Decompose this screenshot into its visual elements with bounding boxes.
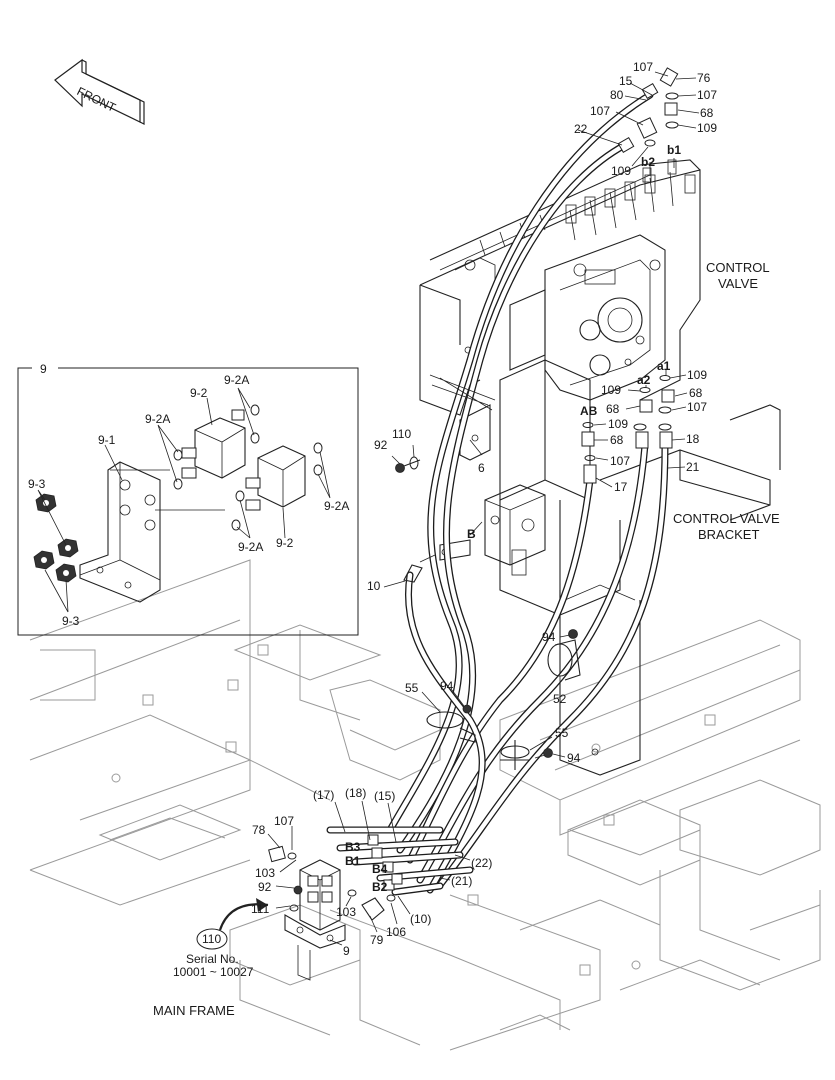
callout-52: 52 [553,692,567,706]
port-ab: AB [580,404,598,418]
part-9-2a-left: 9-2A [145,412,170,426]
callout-15: 15 [619,74,633,88]
main-frame-structure [29,559,821,1051]
callout-numbers: 107 76 15 107 80 68 107 109 22 109 109 1… [251,60,717,958]
callout-21: 21 [686,460,700,474]
control-valve-bracket-title-line2: BRACKET [698,527,759,542]
callout-109: 109 [687,368,707,382]
callout-107: 107 [590,104,610,118]
callout-78: 78 [252,823,266,837]
port-b1-lower: B1 [345,854,361,868]
part-9-2a-right: 9-2A [324,499,349,513]
port-a2: a2 [637,373,651,387]
part-9-2a-top: 9-2A [224,373,249,387]
serial-ref-number: 110 [202,932,221,946]
port-b: B [467,527,476,541]
part-9-1: 9-1 [98,433,116,447]
control-valve [419,159,701,416]
callout-111: 111 [251,902,270,916]
callout-10-ref: (10) [410,912,431,926]
serial-pointer-head [256,898,268,912]
control-valve-bracket-title-line1: CONTROL VALVE [673,511,780,526]
callout-109: 109 [697,121,717,135]
callout-21-ref: (21) [451,874,472,888]
callout-68: 68 [700,106,714,120]
callout-94: 94 [567,751,581,765]
part-9-2a-bottom: 9-2A [238,540,263,554]
hose-10-fitting [403,554,436,583]
port-b3: B3 [345,840,361,854]
callout-18: 18 [686,432,700,446]
hose-clamps [426,374,581,770]
callout-107: 107 [633,60,653,74]
callout-68: 68 [610,433,624,447]
port-b1: b1 [667,143,681,157]
callout-68: 68 [689,386,703,400]
callout-76: 76 [697,71,711,85]
distribution-block [268,834,403,981]
control-valve-title-line2: VALVE [718,276,758,291]
leader-lines [267,71,700,946]
callout-103: 103 [336,905,356,919]
bolts [395,456,578,759]
part-9-3-top: 9-3 [28,477,46,491]
port-b2-lower: B2 [372,880,388,894]
part-9-2-top: 9-2 [190,386,208,400]
callout-68: 68 [606,402,620,416]
callout-109: 109 [611,164,631,178]
front-arrow-icon: FRONT [54,58,145,125]
callout-94: 94 [440,679,454,693]
component-titles: CONTROL VALVE CONTROL VALVE BRACKET MAIN… [153,260,780,1018]
callout-107: 107 [687,400,707,414]
callout-107: 107 [610,454,630,468]
callout-109: 109 [601,383,621,397]
callout-94: 94 [542,630,556,644]
port-b2: b2 [641,155,655,169]
solenoid-block-b [439,484,546,576]
main-frame-title: MAIN FRAME [153,1003,235,1018]
part-9-3-bottom: 9-3 [62,614,80,628]
callout-18-ref: (18) [345,786,366,800]
callout-22: 22 [574,122,588,136]
port-a1: a1 [657,359,671,373]
callout-55: 55 [405,681,419,695]
callout-6: 6 [478,461,485,475]
inset-label: 9 [40,362,47,376]
right-fittings [581,375,675,484]
callout-106: 106 [386,925,406,939]
inset-part-labels: 9-1 9-2 9-2 9-2A 9-2A 9-2A 9-2A 9-3 9-3 [28,373,349,628]
callout-10: 10 [367,579,381,593]
callout-92: 92 [258,880,272,894]
callout-109: 109 [608,417,628,431]
callout-9: 9 [343,944,350,958]
callout-107: 107 [274,814,294,828]
callout-110: 110 [392,427,411,441]
control-valve-bracket [499,359,781,776]
port-labels: b1 b2 a1 a2 AB B B1 B2 B3 B4 [345,143,681,894]
hose-bundle [326,91,669,896]
serial-range: 10001 ~ 10027 [173,965,254,979]
callout-22-ref: (22) [471,856,492,870]
callout-107: 107 [697,88,717,102]
top-fittings [617,67,679,183]
callout-55: 55 [555,726,569,740]
part-9-2-bottom: 9-2 [276,536,294,550]
callout-92: 92 [374,438,388,452]
callout-17: 17 [614,480,628,494]
control-valve-title-line1: CONTROL [706,260,770,275]
callout-80: 80 [610,88,624,102]
serial-label: Serial No. [186,952,239,966]
callout-15-ref: (15) [374,789,395,803]
serial-note: 110 Serial No. 10001 ~ 10027 [173,928,254,979]
callout-17-ref: (17) [313,788,334,802]
inset-detail-9: 9 [17,360,359,636]
port-b4: B4 [372,862,388,876]
callout-103: 103 [255,866,275,880]
callout-79: 79 [370,933,384,947]
